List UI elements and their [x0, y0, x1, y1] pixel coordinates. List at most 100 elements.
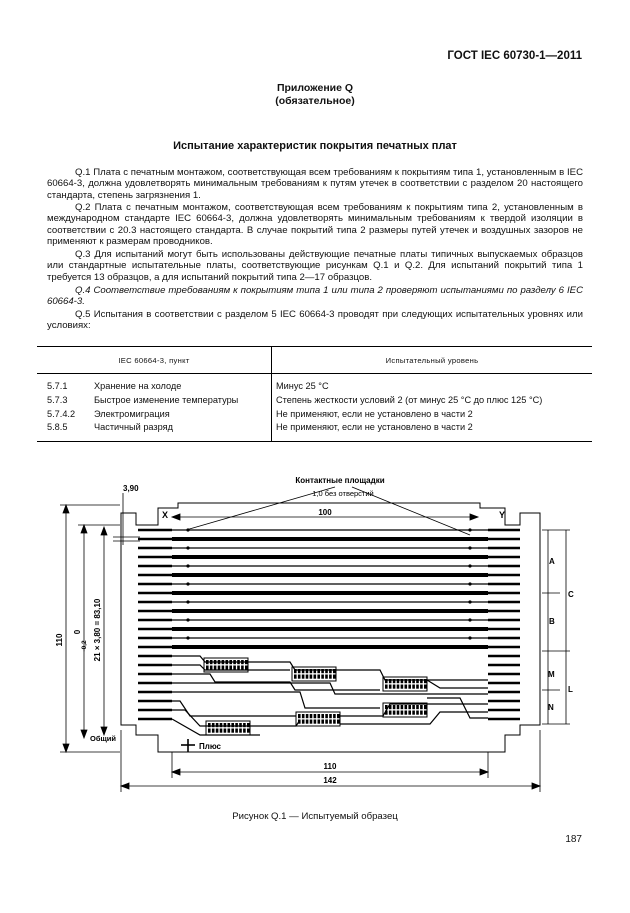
pad-dot: [400, 684, 404, 689]
pad-dot: [420, 705, 423, 710]
label-l: L: [568, 685, 573, 694]
trace: [172, 700, 296, 717]
table-level: Не применяют, если не установлено в част…: [276, 422, 473, 433]
pad-dot: [416, 705, 419, 710]
pad-dot: [305, 719, 309, 724]
trace: [427, 697, 488, 719]
pad-dot: [237, 665, 240, 670]
paragraph-q1: Q.1 Плата с печатным монтажом, соответст…: [47, 167, 583, 201]
pad-dot: [241, 665, 244, 670]
pad-dot: [321, 669, 324, 674]
pad-dot: [305, 674, 309, 679]
pad-dot: [305, 714, 309, 719]
pad-dot: [329, 674, 332, 679]
pad-dot: [247, 723, 250, 728]
via: [186, 636, 190, 640]
pad-dot: [215, 728, 219, 733]
pad-dot: [217, 665, 221, 670]
table-header-level: Испытательный уровень: [271, 346, 592, 374]
table-levels-cell: Минус 25 °С Степень жесткости условий 2 …: [271, 373, 592, 443]
section-title: Испытание характеристик покрытия печатны…: [173, 140, 457, 152]
label-no-holes: 1,0 без отверстий: [312, 489, 374, 498]
label-plus: Плюс: [199, 742, 222, 751]
pad-dot: [404, 684, 408, 689]
pad-dot: [412, 710, 415, 715]
pad-dot: [221, 665, 225, 670]
pad-dot: [309, 714, 313, 719]
pad-dot: [313, 669, 317, 674]
pad-dot: [298, 714, 301, 719]
pad-dot: [294, 674, 297, 679]
pad-dot: [209, 660, 213, 665]
pad-dot: [325, 714, 328, 719]
pad-dot: [317, 669, 320, 674]
pad-dot: [235, 723, 238, 728]
trace: [172, 709, 301, 727]
pad-dot: [424, 679, 427, 684]
dim-pitch: 21 × 3,80 = 83,10: [93, 598, 102, 661]
table-header-row: IEC 60664-3, пункт Испытательный уровень: [37, 346, 592, 374]
pad-dot: [333, 719, 336, 724]
pad-dot: [239, 728, 242, 733]
dim-110-bottom: 110: [324, 762, 337, 771]
via: [468, 582, 472, 586]
table-level: Степень жесткости условий 2 (от минус 25…: [276, 394, 543, 405]
dim-tolerance-sub: -0,2: [81, 640, 88, 652]
pad-dot: [309, 669, 313, 674]
contact-pads: [203, 657, 428, 736]
pad-dot: [225, 660, 229, 665]
pad-dot: [412, 684, 415, 689]
pad-dot: [388, 679, 392, 684]
pad-dot: [208, 723, 211, 728]
via: [468, 546, 472, 550]
pad-dot: [233, 665, 236, 670]
pad-dot: [317, 714, 321, 719]
pad-dot: [223, 723, 227, 728]
trace: [340, 703, 488, 717]
label-m: M: [548, 670, 555, 679]
pad-dot: [412, 705, 415, 710]
test-levels-table: IEC 60664-3, пункт Испытательный уровень…: [37, 346, 592, 443]
dim-100: 100: [318, 508, 332, 517]
pad-dot: [301, 669, 305, 674]
trace: [172, 682, 488, 695]
pad-dot: [298, 719, 301, 724]
page-number: 187: [565, 834, 582, 845]
pad-dot: [309, 719, 313, 724]
pad-dot: [309, 674, 313, 679]
pad-dot: [396, 679, 400, 684]
pad-dot: [313, 719, 317, 724]
pad-dot: [385, 679, 388, 684]
dim-110-left: 110: [55, 633, 64, 646]
table-header-clause: IEC 60664-3, пункт: [37, 346, 272, 374]
via: [186, 564, 190, 568]
pad-dot: [231, 728, 234, 733]
pad-dot: [313, 714, 317, 719]
pad-dot: [412, 679, 415, 684]
trace: [340, 711, 488, 725]
pad-dot: [388, 705, 392, 710]
pad-dot: [317, 719, 321, 724]
via: [186, 582, 190, 586]
pad-dot: [227, 723, 231, 728]
annex-heading: Приложение Q (обязательное): [0, 82, 630, 108]
pad-dot: [321, 674, 324, 679]
pad-dot: [396, 710, 400, 715]
pad-dot: [211, 723, 215, 728]
pad-dot: [301, 719, 305, 724]
pad-dot: [215, 723, 219, 728]
board-outline: [120, 502, 541, 753]
pad-dot: [408, 679, 411, 684]
pad-dot: [404, 710, 408, 715]
dim-3-90: 3,90: [123, 484, 139, 493]
pad-dot: [297, 674, 301, 679]
pad-dot: [321, 719, 324, 724]
pad-dot: [325, 669, 328, 674]
pad-dot: [231, 723, 234, 728]
document-code: ГОСТ IEC 60730-1—2011: [447, 50, 582, 62]
paragraph-q3: Q.3 Для испытаний могут быть использован…: [47, 249, 583, 283]
pad-dot: [321, 714, 324, 719]
